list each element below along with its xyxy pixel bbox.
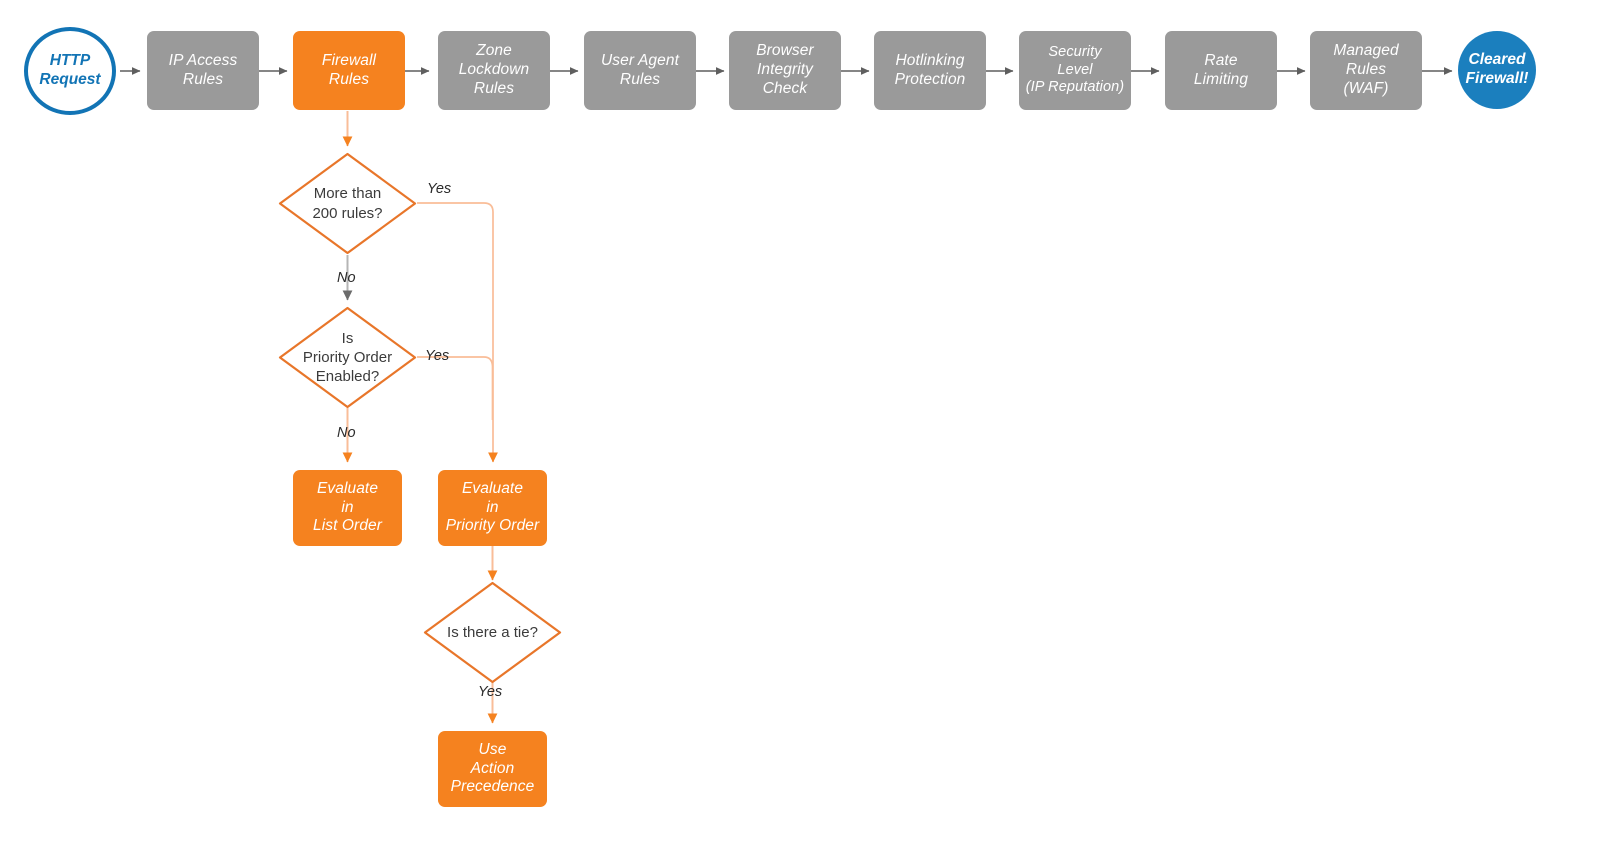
node-zone-lockdown-rules[interactable]: Zone Lockdown Rules [438,31,550,110]
decision-is-there-a-tie[interactable]: Is there a tie? [422,580,563,685]
diamond-shape [423,581,562,684]
node-rate-limiting-label: Rate Limiting [1193,51,1249,88]
decision-more-than-200-rules[interactable]: More than 200 rules? [277,151,418,256]
decision-is-priority-order-enabled-label: Is Priority Order Enabled? [302,329,393,386]
edge-label-decision2-no: No [337,425,356,441]
node-evaluate-in-list-order[interactable]: Evaluate in List Order [293,470,402,546]
edge-decision1-yes [417,202,498,463]
node-managed-rules-waf-label: Managed Rules (WAF) [1333,42,1399,97]
edge-label-decision1-yes: Yes [427,181,452,197]
node-security-level-label: Security Level (IP Reputation) [1025,43,1125,96]
node-hotlinking-protection-label: Hotlinking Protection [894,51,966,88]
node-hotlinking-protection[interactable]: Hotlinking Protection [874,31,986,110]
node-browser-integrity-check[interactable]: Browser Integrity Check [729,31,841,110]
node-zone-lockdown-rules-label: Zone Lockdown Rules [458,42,530,97]
node-managed-rules-waf[interactable]: Managed Rules (WAF) [1310,31,1422,110]
decision-is-priority-order-enabled[interactable]: Is Priority Order Enabled? [277,305,418,410]
node-security-level[interactable]: Security Level (IP Reputation) [1019,31,1131,110]
decision-is-there-a-tie-label: Is there a tie? [447,623,538,641]
edge-label-decision1-no: No [337,270,356,286]
edge-decision2-yes [417,356,494,420]
node-user-agent-rules[interactable]: User Agent Rules [584,31,696,110]
node-cleared-firewall[interactable]: Cleared Firewall! [1458,31,1536,109]
node-http-request-label: HTTP Request [39,52,101,88]
node-cleared-firewall-label: Cleared Firewall! [1465,51,1529,87]
node-ip-access-rules[interactable]: IP Access Rules [147,31,259,110]
node-firewall-rules-label: Firewall Rules [321,51,377,88]
node-user-agent-rules-label: User Agent Rules [601,51,679,88]
node-evaluate-in-priority-order-label: Evaluate in Priority Order [445,479,540,535]
node-evaluate-in-priority-order[interactable]: Evaluate in Priority Order [438,470,547,546]
node-rate-limiting[interactable]: Rate Limiting [1165,31,1277,110]
diamond-shape [278,306,417,409]
node-use-action-precedence[interactable]: Use Action Precedence [438,731,547,807]
edge-label-decision3-yes: Yes [478,684,503,700]
node-browser-integrity-check-label: Browser Integrity Check [756,42,814,97]
edge-label-decision2-yes: Yes [425,348,450,364]
decision-more-than-200-rules-label: More than 200 rules? [312,185,383,222]
diamond-shape [278,152,417,255]
node-http-request[interactable]: HTTP Request [24,27,116,115]
node-use-action-precedence-label: Use Action Precedence [450,740,535,796]
node-ip-access-rules-label: IP Access Rules [168,51,238,88]
node-evaluate-in-list-order-label: Evaluate in List Order [312,479,383,535]
node-firewall-rules[interactable]: Firewall Rules [293,31,405,110]
